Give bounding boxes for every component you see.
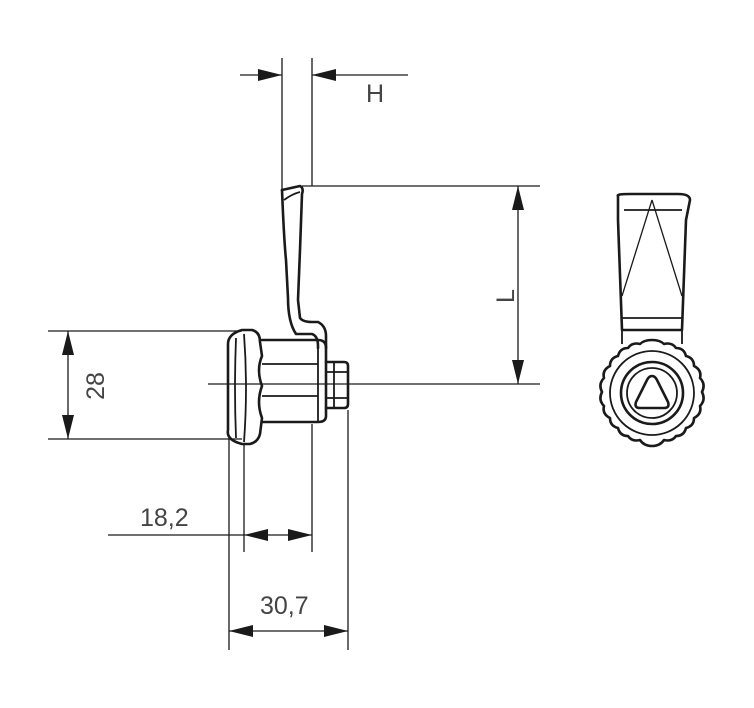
front-view — [599, 192, 705, 448]
dim-18-2-label: 18,2 — [140, 504, 189, 532]
front-lever — [616, 192, 692, 344]
lever-handle — [280, 184, 328, 350]
dimension-l: L — [302, 185, 540, 384]
side-view — [208, 184, 540, 446]
lock-body — [260, 338, 350, 424]
front-flange — [226, 328, 264, 446]
dimension-30-7: 30,7 — [228, 410, 349, 650]
dimension-18-2: 18,2 — [108, 424, 313, 552]
dimension-28: 28 — [48, 330, 242, 440]
dim-30-7-label: 30,7 — [260, 592, 309, 620]
dimension-h: H — [240, 58, 408, 190]
dim-l-label: L — [492, 289, 520, 303]
dim-h-label: H — [366, 80, 384, 108]
dim-28-label: 28 — [82, 372, 110, 400]
front-rosette — [599, 338, 705, 448]
